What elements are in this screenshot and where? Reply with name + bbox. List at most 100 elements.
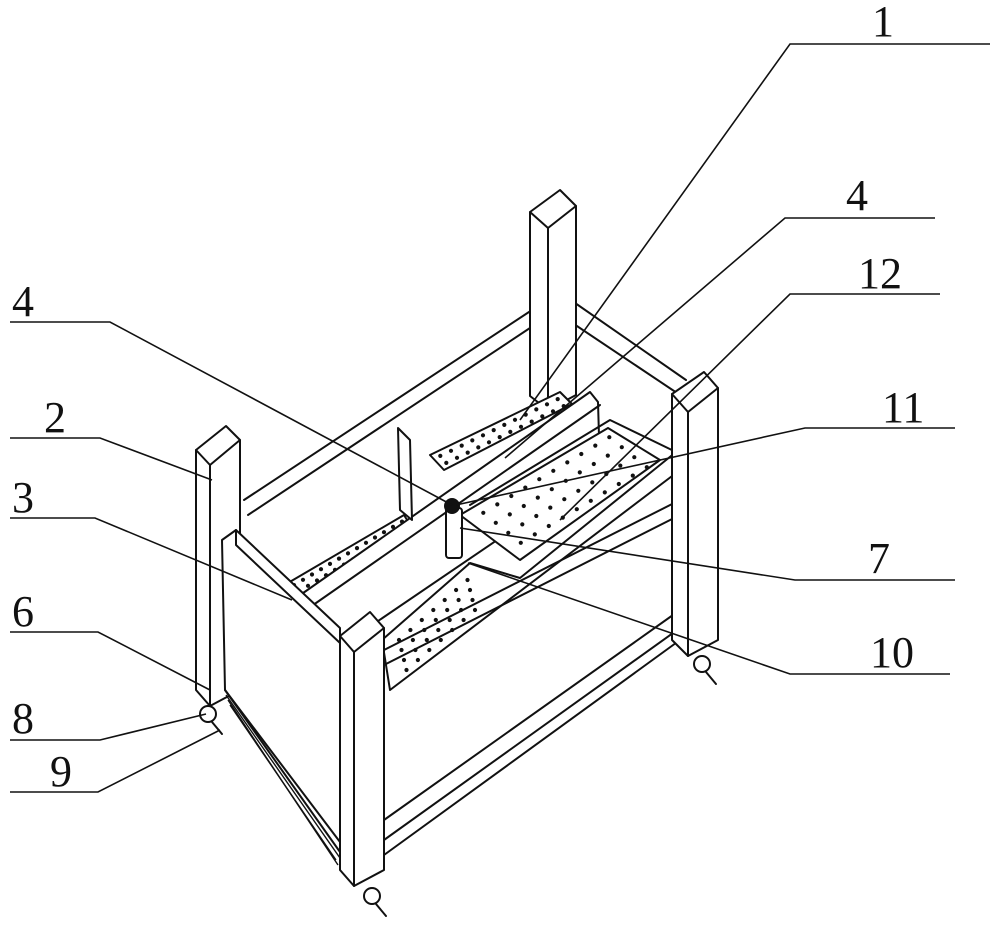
perforation-hole	[507, 512, 512, 517]
perforation-hole	[345, 551, 351, 556]
perforation-hole	[574, 507, 579, 512]
perforation-hole	[616, 481, 621, 487]
perforation-hole	[512, 417, 518, 422]
perforation-hole	[605, 453, 610, 458]
callout-8: 8	[12, 694, 34, 743]
perforation-hole	[506, 530, 511, 535]
callout-9: 9	[50, 747, 72, 796]
perforation-hole	[456, 597, 461, 603]
perforation-hole	[508, 429, 513, 434]
perforation-hole	[470, 438, 475, 443]
perforation-hole	[401, 657, 407, 663]
perforation-hole	[476, 445, 481, 450]
perforation-hole	[497, 435, 502, 440]
perforation-hole	[381, 530, 387, 535]
callout-11: 11	[882, 383, 924, 432]
perforation-hole	[544, 402, 550, 407]
perforation-hole	[590, 480, 595, 485]
perforation-hole	[518, 540, 523, 545]
perforation-hole	[442, 597, 447, 603]
perforation-hole	[550, 409, 556, 414]
perforation-hole	[438, 453, 443, 458]
perforation-hole	[465, 450, 470, 455]
perforation-hole	[408, 627, 413, 633]
perforation-hole	[424, 637, 429, 643]
callout-12: 12	[858, 249, 902, 298]
perforation-hole	[444, 460, 449, 465]
perforation-hole	[436, 627, 441, 633]
callout-7: 7	[868, 534, 890, 583]
perforation-hole	[495, 502, 500, 507]
perforation-hole	[535, 495, 540, 500]
perforation-hole	[399, 647, 404, 653]
frame-bottom	[383, 499, 681, 856]
perforation-hole	[602, 490, 607, 495]
perforation-hole	[448, 448, 454, 453]
perforation-hole	[493, 520, 498, 525]
perforation-hole	[433, 617, 438, 623]
perforation-hole	[465, 577, 470, 583]
perforation-hole	[318, 567, 324, 572]
perforation-hole	[618, 463, 623, 468]
caster-front	[363, 887, 387, 917]
callout-4-top: 4	[846, 171, 868, 220]
perforation-hole	[509, 493, 514, 499]
perforation-hole	[461, 617, 466, 623]
callout-6: 6	[12, 587, 34, 636]
perforation-hole	[579, 451, 584, 457]
perforation-hole	[562, 497, 567, 502]
perforation-hole	[404, 667, 409, 673]
perforation-hole	[309, 572, 315, 577]
perforation-hole	[459, 443, 464, 448]
perforation-hole	[467, 587, 473, 593]
perforation-hole	[534, 407, 539, 412]
perforation-hole	[502, 422, 507, 427]
perforation-hole	[632, 455, 637, 460]
perforation-hole	[619, 445, 624, 450]
callout-2: 2	[44, 393, 66, 442]
perforation-hole	[548, 505, 553, 510]
perforation-hole	[480, 433, 486, 438]
perforation-hole	[305, 583, 311, 588]
perforation-hole	[431, 607, 436, 613]
perforation-hole	[540, 414, 545, 419]
perforation-hole	[327, 561, 333, 567]
perforation-hole	[546, 523, 551, 529]
perforation-hole	[438, 637, 443, 643]
perforation-hole	[577, 470, 582, 475]
perforation-hole	[445, 607, 450, 613]
callout-3: 3	[12, 473, 34, 522]
perforation-hole	[529, 419, 534, 424]
perforated-plate-lower	[381, 419, 681, 691]
perforation-hole	[607, 435, 612, 440]
perforation-hole	[427, 647, 432, 653]
leader-lines	[10, 43, 990, 793]
perforation-hole	[470, 597, 475, 603]
perforation-hole	[549, 487, 554, 492]
perforation-hole	[454, 587, 459, 593]
perforation-hole	[415, 657, 420, 663]
perforation-hole	[630, 473, 635, 478]
perforation-hole	[410, 637, 415, 643]
perforation-hole	[372, 535, 378, 540]
callout-10: 10	[870, 628, 914, 677]
perforation-hole	[521, 503, 526, 509]
perforation-hole	[447, 617, 452, 623]
knob-pillar	[444, 498, 463, 559]
perforation-hole	[565, 460, 570, 465]
perforation-hole	[576, 488, 581, 493]
perforation-hole	[419, 617, 424, 623]
perforation-hole	[491, 428, 496, 433]
post-front-left	[339, 611, 385, 887]
caster-back-left	[199, 705, 223, 735]
perforation-hole	[472, 607, 478, 613]
perforation-hole	[390, 524, 396, 530]
perforation-hole	[593, 443, 598, 448]
perforation-hole	[518, 424, 524, 429]
perforation-hole	[644, 465, 649, 470]
post-front-right	[671, 371, 719, 657]
perforation-hole	[486, 440, 492, 445]
perforation-hole	[481, 510, 486, 515]
perforation-hole	[363, 540, 369, 545]
